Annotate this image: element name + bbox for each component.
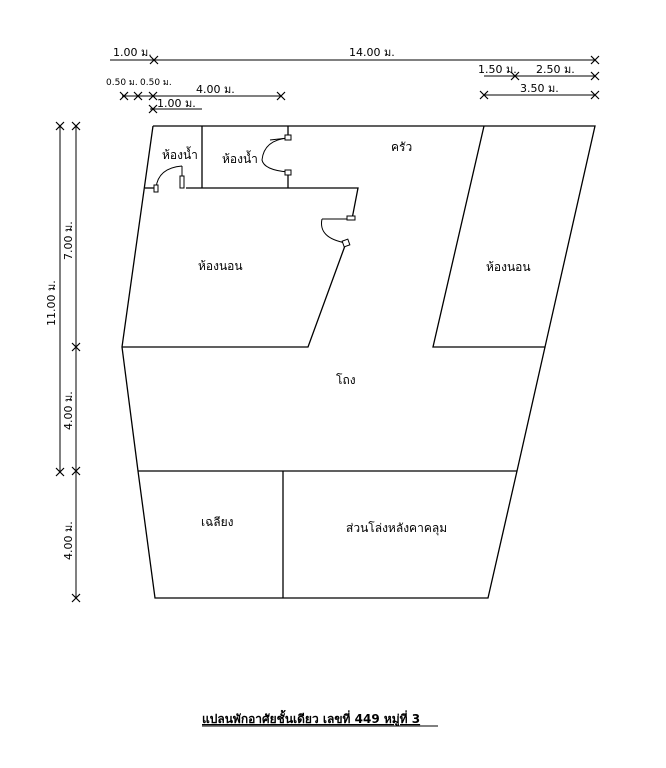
door-bedroom-left[interactable] — [321, 215, 356, 248]
walls — [121, 125, 596, 599]
door-bathroom-1[interactable] — [153, 165, 185, 193]
dim-left-11m: 11.00 ม. — [45, 280, 58, 326]
room-label-bathroom-1: ห้องน้ำ — [162, 146, 198, 162]
room-label-hall: โถง — [336, 373, 356, 387]
left-dimensions: 11.00 ม. 7.00 ม. 4.00 ม. 4.00 ม. — [45, 121, 81, 603]
left-bedroom-wall — [122, 242, 347, 348]
room-label-bedroom-right: ห้องนอน — [486, 260, 531, 274]
bedroom-top-wall — [288, 187, 359, 220]
dim-top-150: 1.50 ม. — [478, 63, 517, 76]
dim-left-7m: 7.00 ม. — [62, 221, 75, 260]
room-label-bedroom-left: ห้องนอน — [198, 259, 243, 273]
dim-top-350: 3.50 ม. — [520, 82, 559, 95]
dim-top-250: 2.50 ม. — [536, 63, 575, 76]
room-labels: ห้องน้ำ ห้องน้ำ ครัว ห้องนอน ห้องนอน โถง… — [162, 140, 531, 536]
outer-wall — [153, 125, 596, 348]
top-dimensions: 1.00 ม. 14.00 ม. 0.50 ม. 0.50 ม. 4.00 ม.… — [106, 46, 600, 114]
dim-top-total: 14.00 ม. — [349, 46, 395, 59]
room-label-porch: เฉลียง — [201, 515, 234, 529]
room-label-kitchen: ครัว — [391, 140, 412, 154]
dim-left-4m-bottom: 4.00 ม. — [62, 521, 75, 560]
plan-title: แปลนพักอาศัยชั้นเดียว เลขที่ 449 หมู่ที่… — [202, 709, 420, 727]
dim-left-4m-mid: 4.00 ม. — [62, 391, 75, 430]
dim-top-1m: 1.00 ม. — [113, 46, 152, 59]
dim-top-1m-inner: 1.00 ม. — [157, 97, 196, 110]
room-label-covered-area: ส่วนโล่งหลังคาคลุม — [346, 521, 447, 536]
dim-top-050-b: 0.50 ม. — [140, 78, 172, 88]
doors — [153, 134, 356, 248]
dim-top-050-a: 0.50 ม. — [106, 78, 138, 88]
room-label-bathroom-2: ห้องน้ำ — [222, 150, 258, 166]
door-bathroom-2[interactable] — [261, 134, 292, 176]
dim-top-4m: 4.00 ม. — [196, 83, 235, 96]
outer-wall-right-lower — [121, 125, 546, 599]
